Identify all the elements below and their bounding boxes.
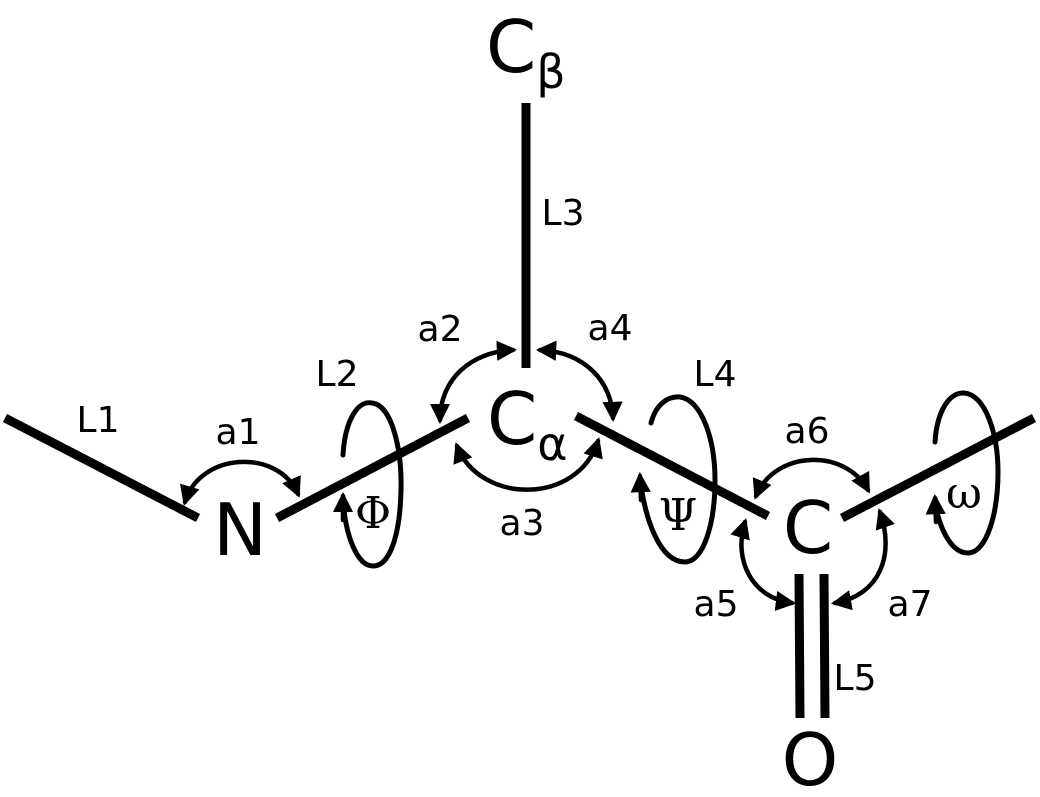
torsion-psi-ring bbox=[630, 394, 718, 565]
angle-arc-a4 bbox=[535, 340, 623, 423]
torsion-omega-ring bbox=[925, 390, 1001, 556]
label-a4: a4 bbox=[588, 308, 633, 349]
angle-arc-a3 bbox=[453, 437, 603, 492]
bond-l2 bbox=[274, 414, 471, 522]
bond-l5-b bbox=[819, 573, 830, 719]
bond-l4 bbox=[573, 412, 771, 520]
label-a6: a6 bbox=[785, 411, 830, 452]
label-a5: a5 bbox=[694, 584, 739, 625]
torsion-phi-ring bbox=[332, 400, 404, 569]
atom-o: O bbox=[782, 718, 839, 797]
label-a7: a7 bbox=[888, 584, 933, 625]
bond-right bbox=[839, 414, 1037, 522]
torsion-phi-label: Φ bbox=[355, 488, 391, 539]
label-l3: L3 bbox=[542, 193, 585, 234]
atom-c-beta: Cβ bbox=[486, 5, 566, 99]
label-a3: a3 bbox=[500, 503, 545, 544]
label-a1: a1 bbox=[216, 412, 261, 453]
label-l4: L4 bbox=[694, 354, 737, 395]
torsion-omega-label: ω bbox=[946, 468, 982, 519]
angle-arc-a6 bbox=[752, 457, 871, 500]
angle-arc-a2 bbox=[429, 340, 518, 425]
atom-n: N bbox=[213, 488, 267, 572]
label-l2: L2 bbox=[316, 354, 359, 395]
angle-arc-a5 bbox=[730, 518, 797, 612]
angle-arc-a1 bbox=[179, 459, 301, 506]
label-l1: L1 bbox=[77, 400, 120, 441]
label-a2: a2 bbox=[418, 309, 463, 350]
torsion-psi-label: Ψ bbox=[659, 490, 698, 541]
atom-c-alpha: Cα bbox=[487, 377, 568, 471]
angle-arc-a7 bbox=[831, 508, 895, 611]
label-l5: L5 bbox=[834, 658, 877, 699]
bond-l1 bbox=[2, 414, 201, 522]
atom-c: C bbox=[783, 486, 833, 570]
bond-l5-a bbox=[794, 573, 805, 719]
